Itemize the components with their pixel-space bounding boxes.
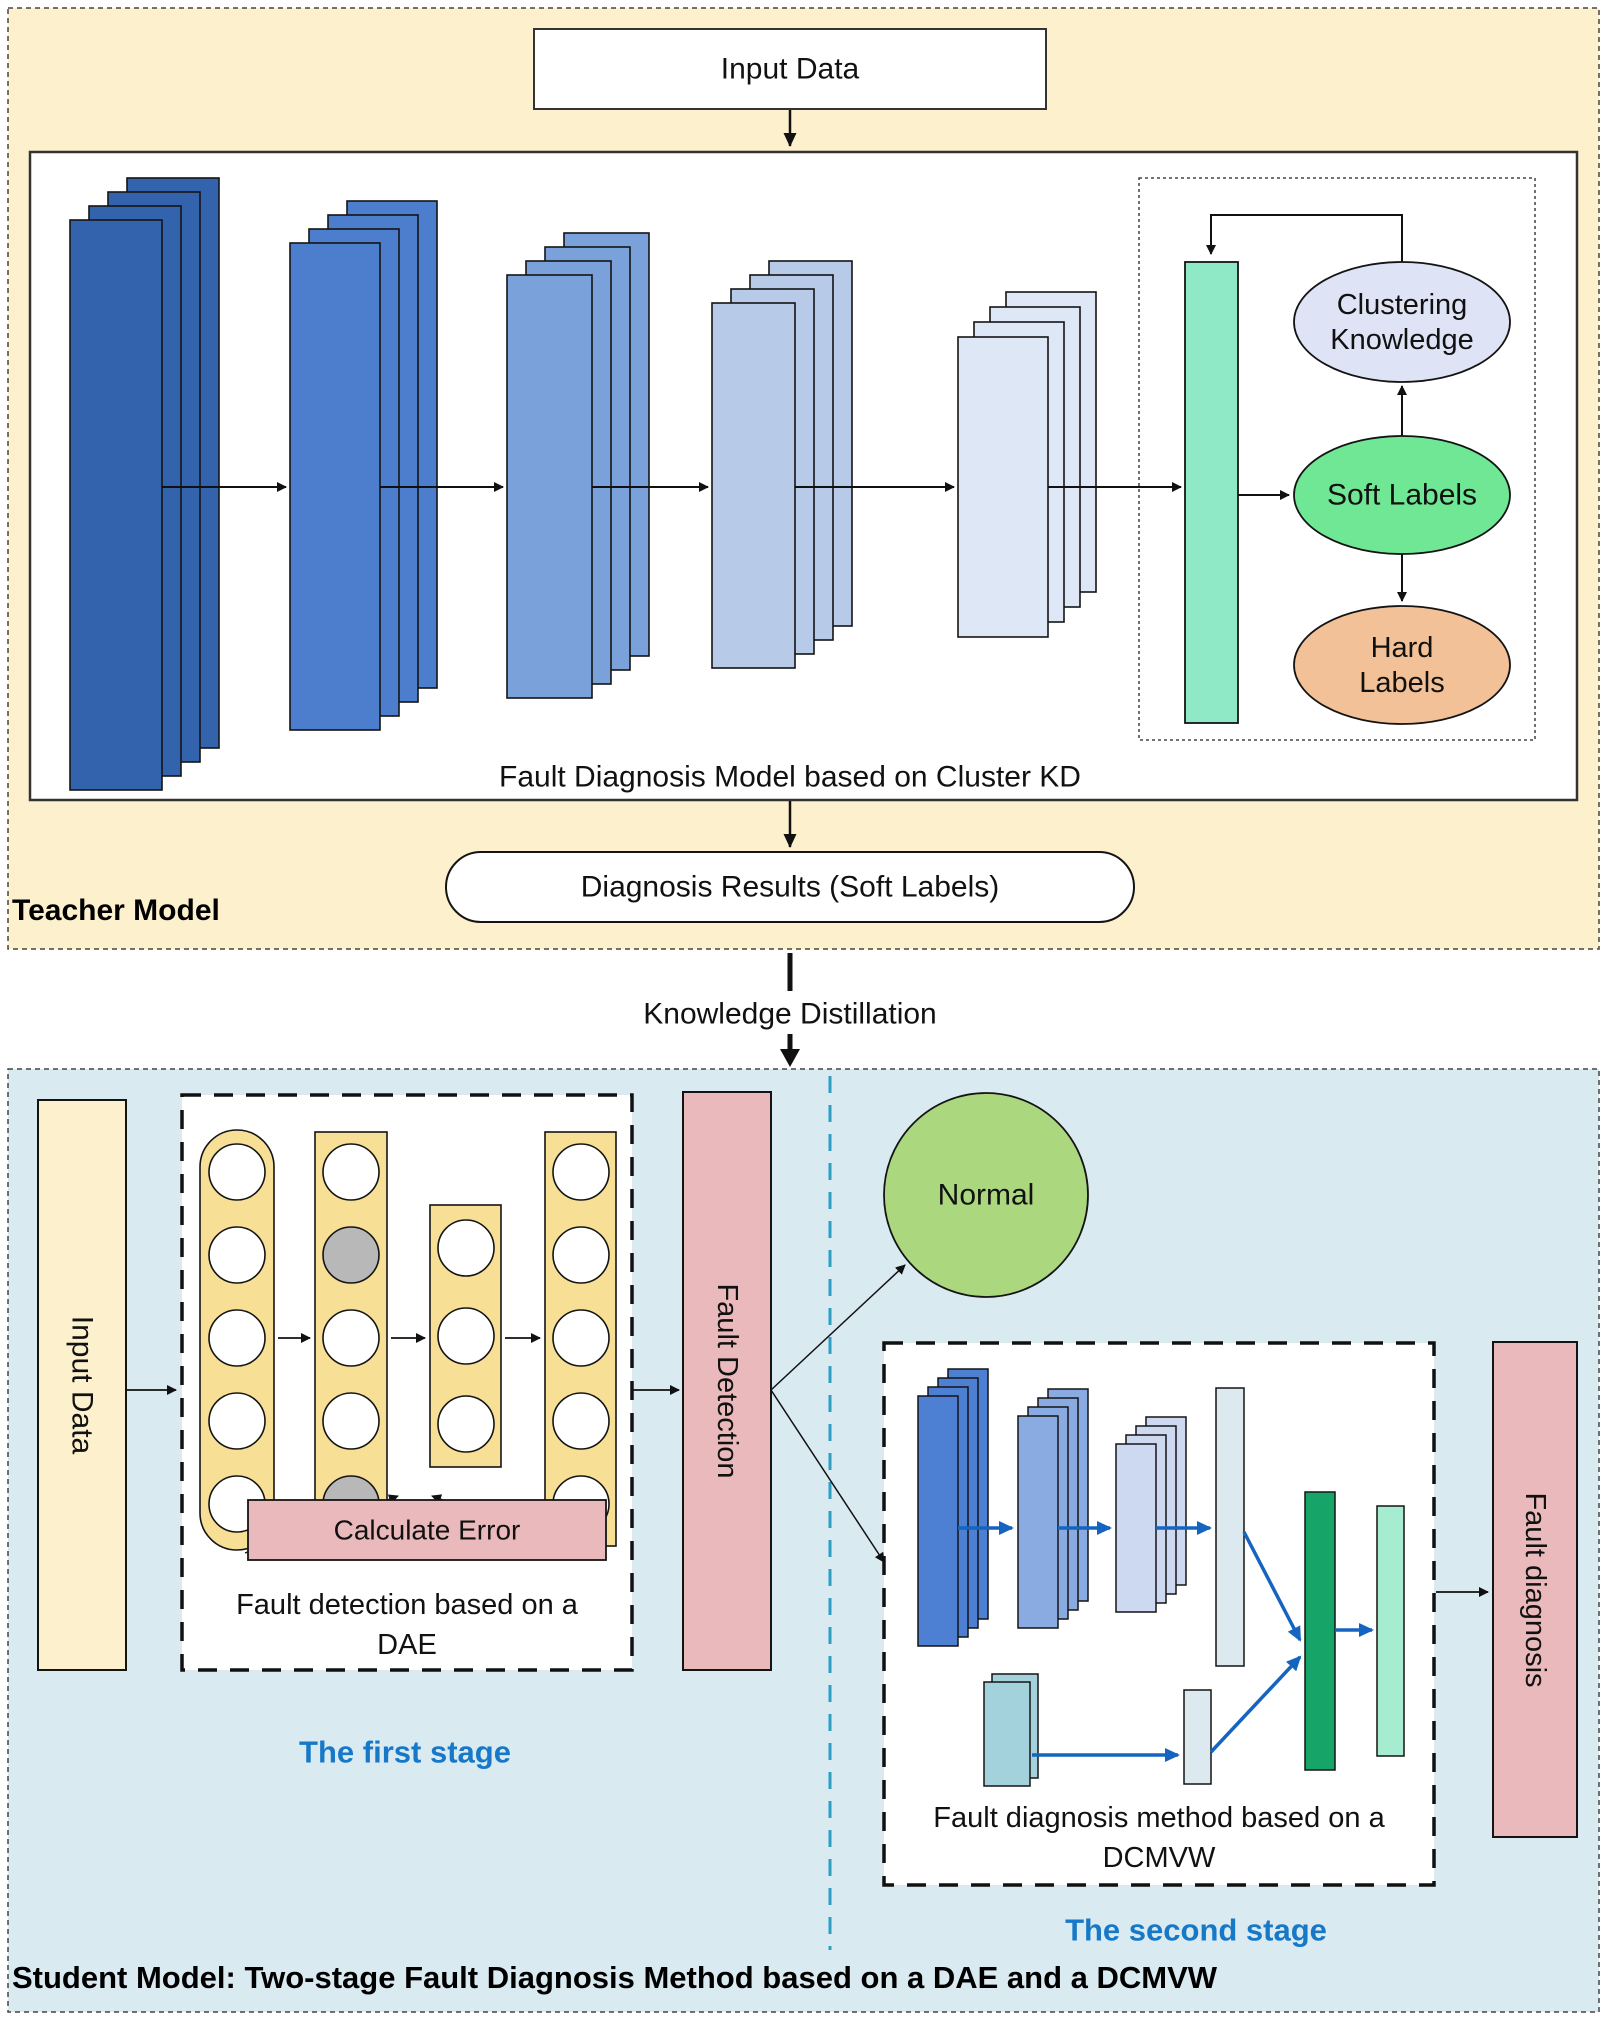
clustering-knowledge-line2: Knowledge	[1330, 324, 1474, 356]
arrow-detection-to-diagnosis	[770, 1389, 885, 1563]
conv-stack-4	[711, 260, 853, 669]
conv-layer	[1017, 1415, 1059, 1629]
dcmvw-feature-bar-bottom	[1183, 1689, 1212, 1785]
conv-layer	[69, 219, 163, 791]
dropped-neuron	[322, 1226, 380, 1284]
dcmvw-flow-arrows	[958, 1521, 1374, 1762]
first-stage-label: The first stage	[299, 1735, 511, 1770]
conv-layer	[917, 1395, 959, 1647]
neuron	[322, 1392, 380, 1450]
dcmvw-caption-line1: Fault diagnosis method based on a	[933, 1802, 1385, 1834]
diagnosis-results-pill	[445, 851, 1135, 923]
clustering-knowledge-ellipse	[1293, 261, 1511, 383]
teacher-panel: Input Data	[7, 7, 1600, 950]
neuron	[208, 1226, 266, 1284]
conv-layer	[289, 242, 381, 731]
feature-vector-bar	[1184, 261, 1239, 724]
dcmvw-stack-c	[1115, 1416, 1187, 1613]
neuron	[322, 1309, 380, 1367]
knowledge-distillation-link: Knowledge Distillation	[643, 953, 937, 1067]
teacher-input-data-box	[533, 28, 1047, 110]
neuron	[552, 1392, 610, 1450]
dcmvw-stack-b	[1017, 1388, 1089, 1629]
hard-labels-line1: Hard	[1371, 632, 1434, 664]
arrow-top-fusion	[1242, 1531, 1302, 1642]
dcmvw-fusion-bar	[1304, 1491, 1336, 1771]
neuron	[208, 1392, 266, 1450]
arrow-bottom-fusion	[1209, 1655, 1302, 1754]
neuron	[322, 1143, 380, 1201]
neuron	[208, 1143, 266, 1201]
second-stage-label: The second stage	[1065, 1913, 1327, 1948]
calculate-error-label: Calculate Error	[334, 1515, 521, 1546]
kd-arrowhead	[780, 1049, 800, 1067]
neuron	[552, 1309, 610, 1367]
dcmvw-feature-bar-top	[1215, 1387, 1245, 1667]
conv-layer	[506, 274, 593, 699]
dae-corrupted-neurons	[322, 1143, 380, 1533]
dae-input-neurons	[208, 1143, 266, 1533]
dcmvw-output-bar	[1376, 1505, 1405, 1757]
diagnosis-results-label: Diagnosis Results (Soft Labels)	[581, 871, 1000, 904]
neuron	[437, 1219, 495, 1277]
dae-caption-line2: DAE	[377, 1629, 437, 1661]
conv-layer	[1115, 1443, 1157, 1613]
calculate-error-box	[247, 1499, 607, 1561]
conv-stack-1	[69, 177, 220, 791]
neuron	[437, 1395, 495, 1453]
fault-detection-bar	[682, 1091, 772, 1671]
neuron	[552, 1226, 610, 1284]
dae-caption-line1: Fault detection based on a	[236, 1589, 579, 1621]
conv-stack-3	[506, 232, 650, 699]
teacher-panel-label: Teacher Model	[12, 894, 220, 927]
neuron	[552, 1143, 610, 1201]
teacher-input-data-label: Input Data	[721, 53, 860, 86]
teacher-model-caption: Fault Diagnosis Model based on Cluster K…	[499, 761, 1081, 794]
knowledge-distillation-label: Knowledge Distillation	[643, 998, 937, 1031]
normal-label: Normal	[938, 1179, 1035, 1212]
dcmvw-stack-a	[917, 1368, 989, 1647]
student-input-data-label: Input Data	[66, 1316, 99, 1455]
conv-layer	[711, 302, 796, 669]
student-panel-label: Student Model: Two-stage Fault Diagnosis…	[12, 1960, 1218, 1995]
arrow-clustering-feedback-loop	[1206, 214, 1403, 262]
arrow-detection-to-normal	[770, 1264, 906, 1391]
student-input-data-bar	[37, 1099, 127, 1671]
dcmvw-caption-line2: DCMVW	[1103, 1842, 1216, 1874]
conv-stack-2	[289, 200, 438, 731]
cluster-kd-module-box	[1138, 177, 1536, 741]
fault-diagnosis-label: Fault diagnosis	[1519, 1492, 1551, 1687]
neuron	[208, 1309, 266, 1367]
neuron	[437, 1307, 495, 1365]
student-panel: Input Data	[7, 1068, 1600, 2013]
hard-labels-ellipse	[1293, 605, 1511, 725]
soft-labels-label: Soft Labels	[1327, 479, 1477, 512]
dcmvw-teal-stack	[983, 1673, 1039, 1787]
conv-layer	[957, 336, 1049, 638]
dae-hidden-neurons	[437, 1219, 495, 1453]
fault-detection-label: Fault Detection	[711, 1283, 743, 1478]
normal-circle	[883, 1092, 1089, 1298]
fault-diagnosis-bar	[1492, 1341, 1578, 1838]
dae-columns	[199, 1129, 617, 1551]
clustering-knowledge-line1: Clustering	[1337, 289, 1468, 321]
conv-stack-5	[957, 291, 1097, 638]
hard-labels-line2: Labels	[1359, 667, 1444, 699]
input-layer	[983, 1681, 1031, 1787]
